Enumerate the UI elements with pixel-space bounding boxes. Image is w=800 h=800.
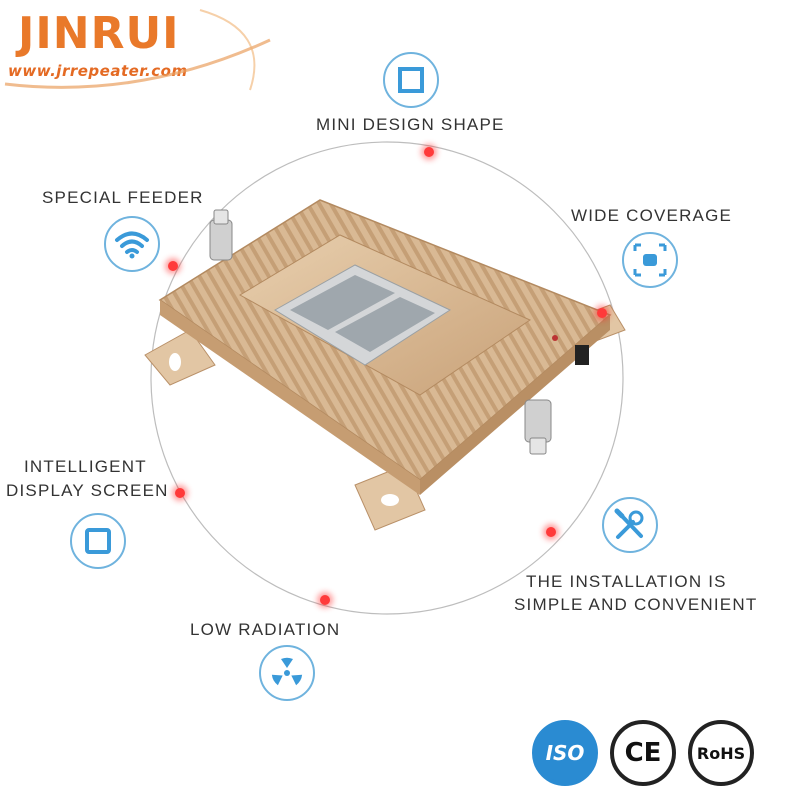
wrench-screwdriver-icon	[614, 508, 644, 539]
dot-special-feeder	[168, 261, 178, 271]
rohs-label: RoHS	[696, 743, 746, 763]
wifi-icon	[115, 231, 149, 259]
feature-wide-coverage-icon-wrap	[622, 232, 678, 288]
feature-wide-coverage-label: WIDE COVERAGE	[571, 206, 733, 225]
dot-low-radiation	[320, 595, 330, 605]
feature-mini-design-label: MINI DESIGN SHAPE	[316, 115, 505, 134]
ce-badge: CE	[610, 720, 676, 786]
dot-wide-coverage	[597, 308, 607, 318]
feature-low-radiation-icon-wrap	[259, 645, 315, 701]
iso-label: ISO	[545, 741, 585, 765]
feature-intelligent-display-label-1: INTELLIGENT	[24, 457, 147, 476]
expand-icon	[633, 243, 667, 277]
feature-special-feeder-label: SPECIAL FEEDER	[42, 188, 204, 207]
rohs-badge: RoHS	[688, 720, 754, 786]
radiation-icon	[271, 657, 303, 686]
display-screen-icon	[85, 528, 111, 554]
brand-swoosh	[4, 9, 271, 91]
feature-installation-label-2: SIMPLE AND CONVENIENT	[514, 595, 758, 614]
dot-installation	[546, 527, 556, 537]
repeater-device	[144, 199, 626, 531]
feature-intelligent-display-label-2: DISPLAY SCREEN	[6, 481, 169, 500]
brand-url: www.jrrepeater.com	[8, 62, 188, 80]
feature-installation-label-1: THE INSTALLATION IS	[526, 572, 727, 591]
feature-mini-design-icon-wrap	[383, 52, 439, 108]
square-frame-icon	[398, 67, 424, 93]
iso-badge: ISO	[532, 720, 598, 786]
ce-label: CE	[624, 738, 662, 768]
dot-intelligent-display	[175, 488, 185, 498]
feature-intelligent-display-icon-wrap	[70, 513, 126, 569]
feature-special-feeder-icon-wrap	[104, 216, 160, 272]
feature-installation-icon-wrap	[602, 497, 658, 553]
dot-mini-design	[424, 147, 434, 157]
feature-low-radiation-label: LOW RADIATION	[190, 620, 341, 639]
brand-logo: JINRUI	[18, 8, 180, 59]
